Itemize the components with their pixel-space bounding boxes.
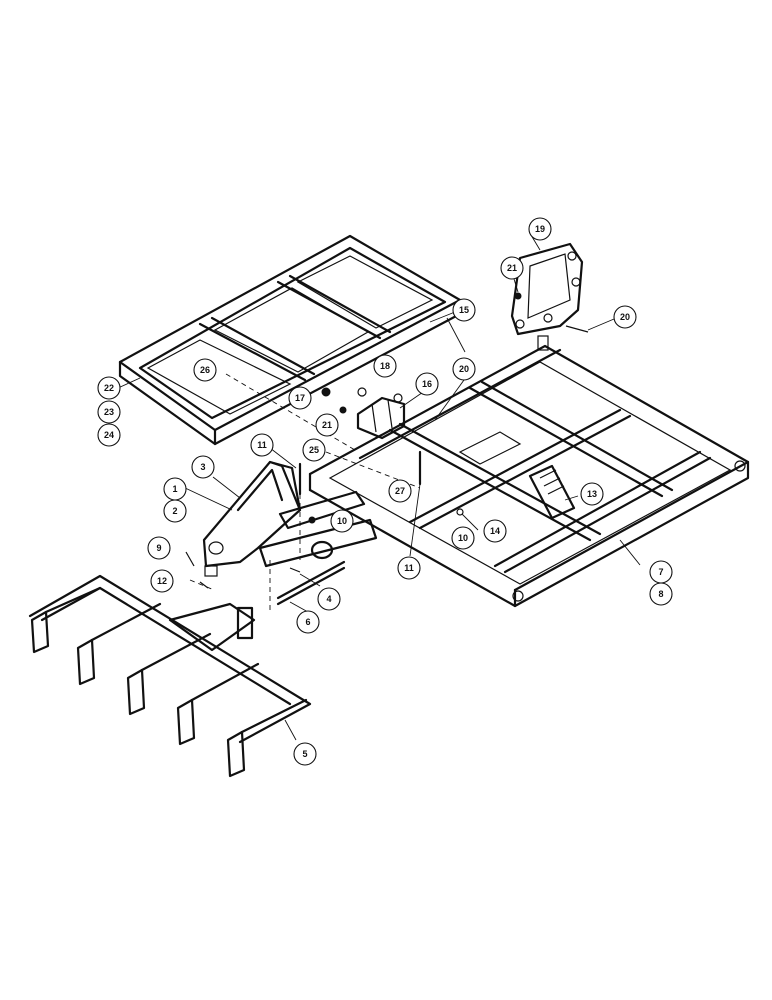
svg-text:10: 10 [337,516,347,526]
svg-text:11: 11 [404,563,414,573]
callout-22: 22 [97,376,121,400]
svg-text:20: 20 [620,312,630,322]
svg-text:27: 27 [395,486,405,496]
leader-lines [117,234,641,741]
shank-bar-5 [28,574,312,778]
callout-10a: 10 [330,509,354,533]
callout-4: 4 [317,587,341,611]
svg-text:12: 12 [157,576,167,586]
svg-text:18: 18 [380,361,390,371]
callout-17: 17 [288,386,312,410]
svg-text:13: 13 [587,489,597,499]
callout-25: 25 [302,438,326,462]
callout-20a: 20 [613,305,637,329]
callout-27: 27 [388,479,412,503]
callout-16: 16 [415,372,439,396]
callout-20b: 20 [452,357,476,381]
svg-text:24: 24 [104,430,114,440]
svg-text:1: 1 [172,484,177,494]
callout-19: 19 [528,217,552,241]
svg-text:3: 3 [200,462,205,472]
callout-18: 18 [373,354,397,378]
pins-hardware [185,450,464,606]
svg-text:16: 16 [422,379,432,389]
hitch-bracket-16 [321,292,589,440]
svg-text:2: 2 [172,506,177,516]
callout-12: 12 [150,569,174,593]
svg-text:21: 21 [322,420,332,430]
svg-text:11: 11 [257,440,267,450]
svg-text:19: 19 [535,224,545,234]
callout-23: 23 [97,400,121,424]
callout-2: 2 [163,499,187,523]
svg-text:6: 6 [305,617,310,627]
svg-text:15: 15 [459,305,469,315]
callout-5: 5 [293,742,317,766]
callout-6: 6 [296,610,320,634]
callout-3: 3 [191,455,215,479]
svg-text:23: 23 [104,407,114,417]
callout-15: 15 [452,298,476,322]
svg-text:21: 21 [507,263,517,273]
upper-frame-assembly [118,234,462,446]
callout-9: 9 [147,536,171,560]
svg-text:22: 22 [104,383,114,393]
bracket-19 [510,242,584,336]
callout-1: 1 [163,477,187,501]
main-frame-assembly [308,335,750,608]
svg-text:26: 26 [200,365,210,375]
callout-26: 26 [193,358,217,382]
callout-21a: 21 [500,256,524,280]
svg-text:8: 8 [658,589,663,599]
callout-10b: 10 [451,526,475,550]
svg-text:14: 14 [490,526,500,536]
callout-14: 14 [483,519,507,543]
drawbar-assembly [202,460,378,577]
svg-text:5: 5 [302,749,307,759]
callout-13: 13 [580,482,604,506]
svg-text:10: 10 [458,533,468,543]
svg-text:9: 9 [156,543,161,553]
svg-text:4: 4 [326,594,331,604]
svg-text:17: 17 [295,393,305,403]
callout-11a: 11 [250,433,274,457]
svg-text:7: 7 [658,567,663,577]
callout-7: 7 [649,560,673,584]
callout-11b: 11 [397,556,421,580]
svg-text:25: 25 [309,445,319,455]
callout-21b: 21 [315,413,339,437]
svg-text:20: 20 [459,364,469,374]
callout-8: 8 [649,582,673,606]
callout-24: 24 [97,423,121,447]
